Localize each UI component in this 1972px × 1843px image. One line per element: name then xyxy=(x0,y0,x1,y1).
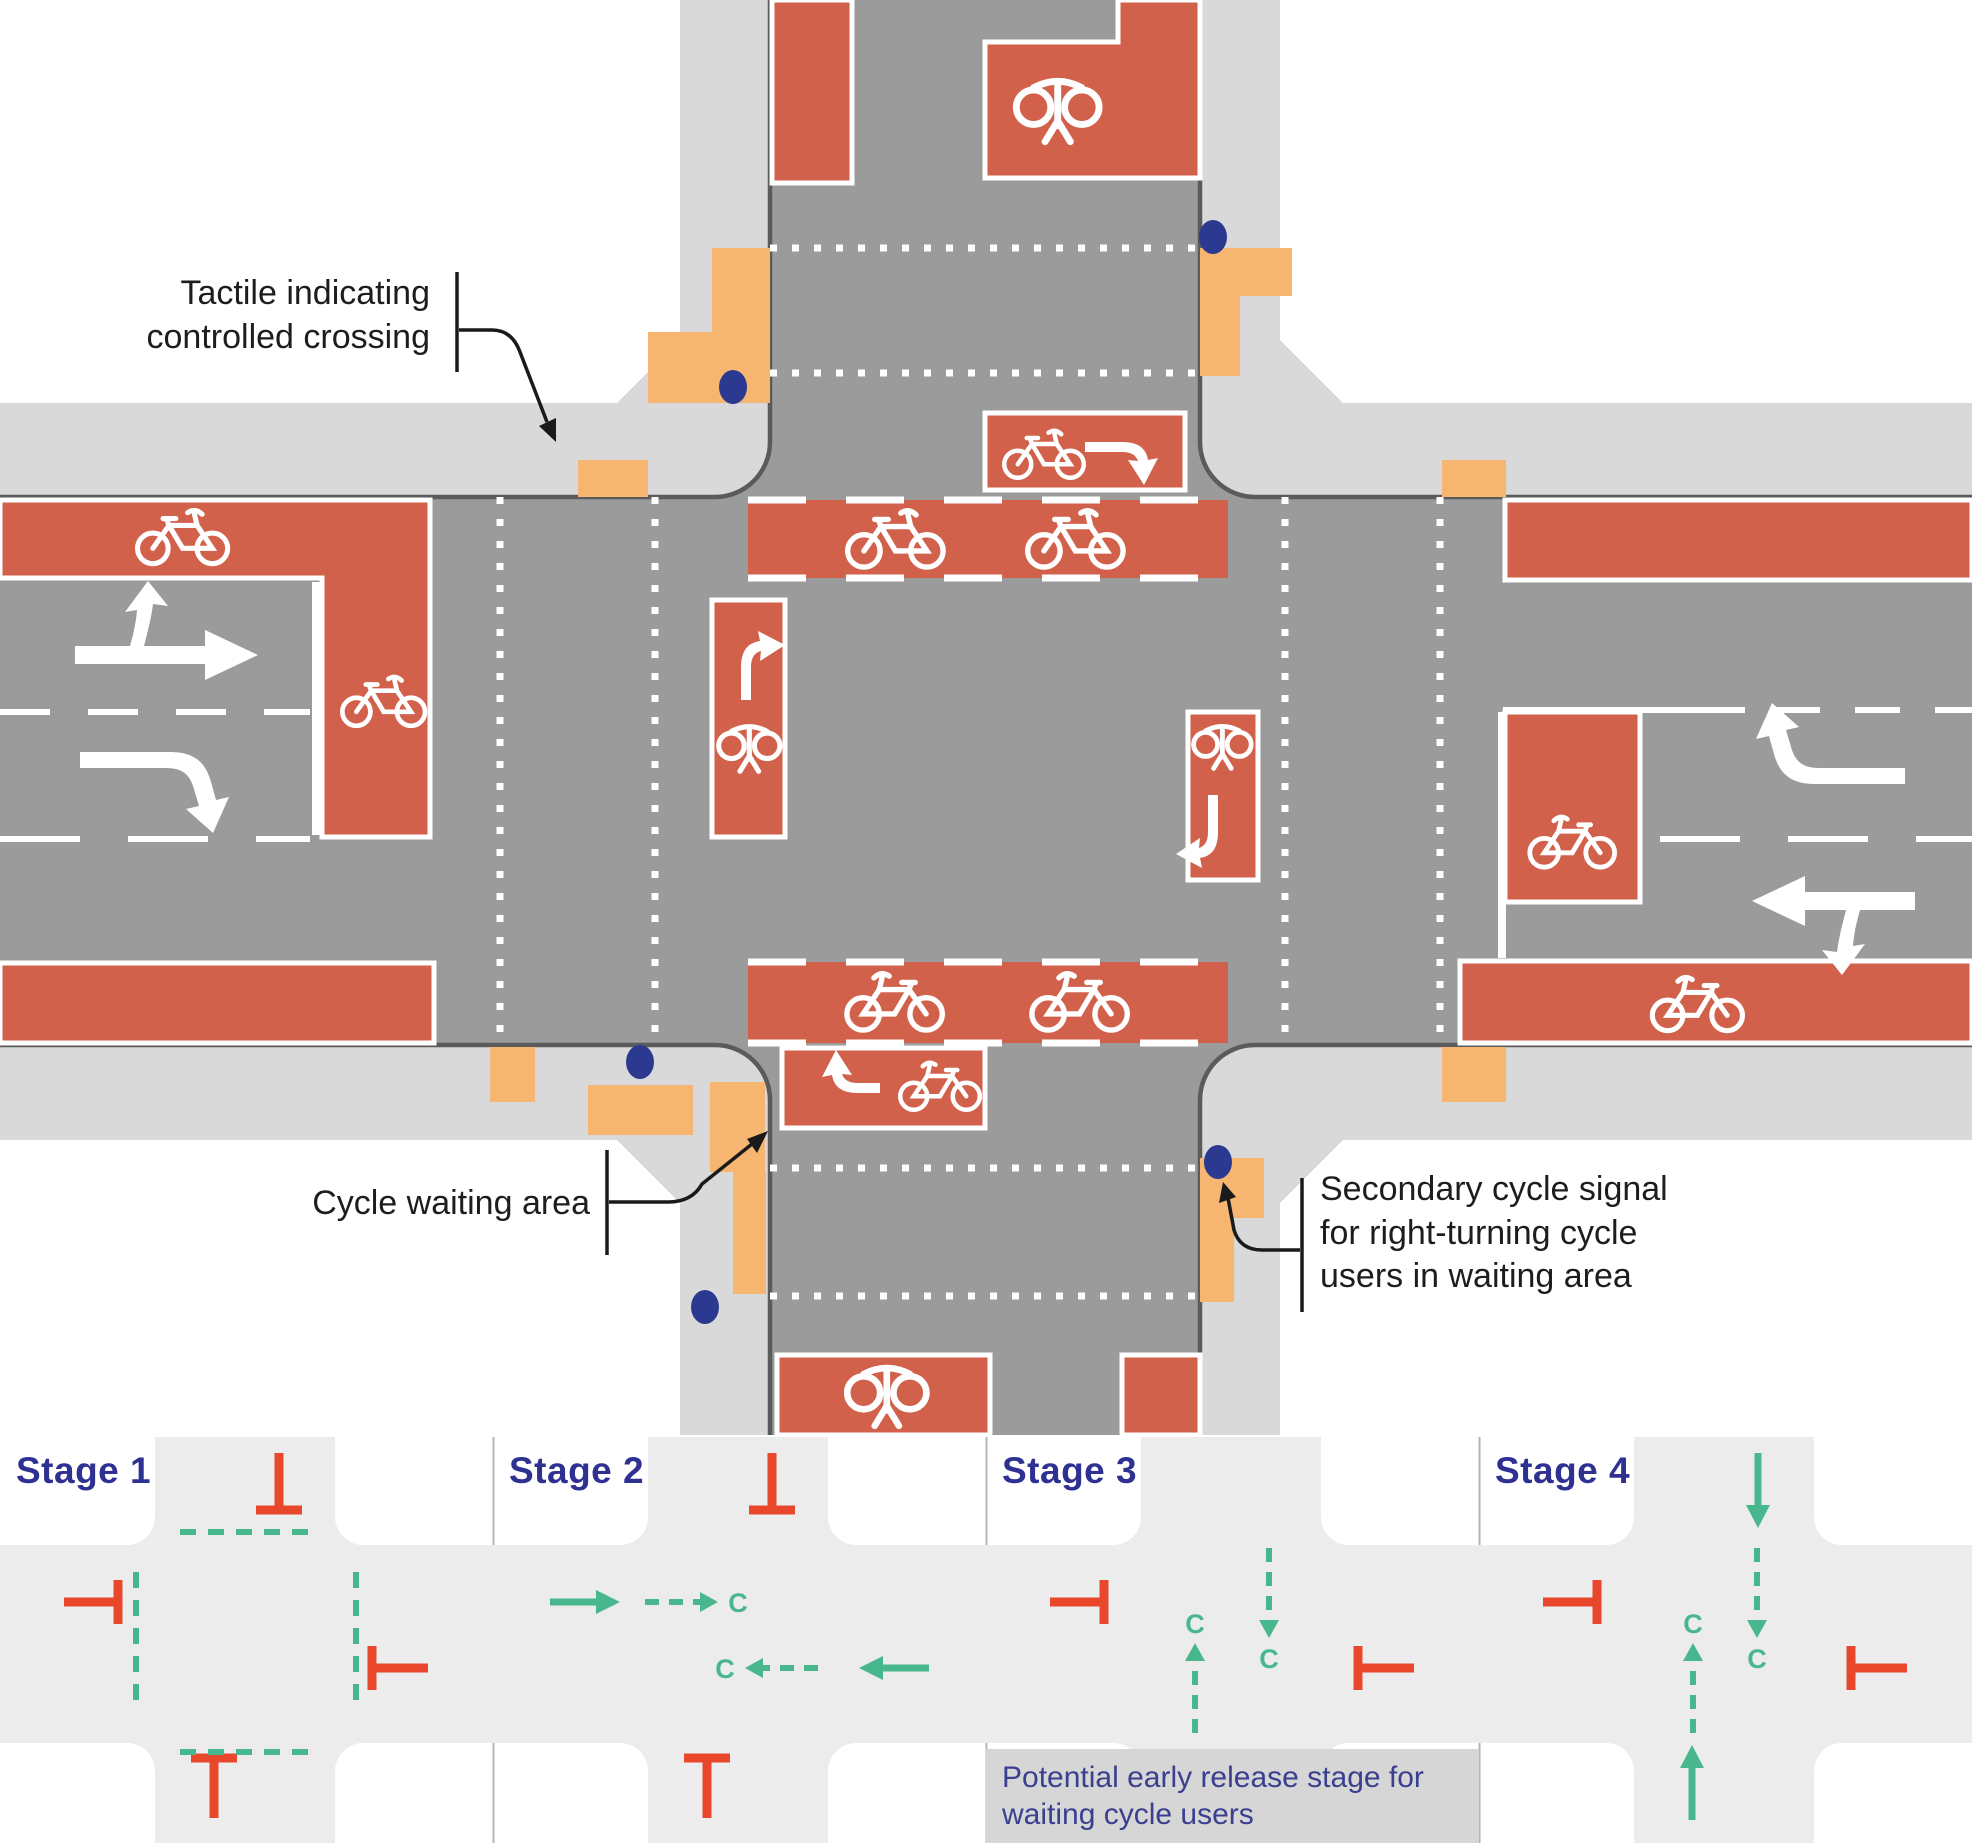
signal-dot-sw-corner xyxy=(626,1045,654,1079)
footway-nw xyxy=(0,0,770,497)
signal-dot-south xyxy=(691,1290,719,1324)
arrow-west-ahead-left xyxy=(75,630,258,680)
leader-arrow-waiting xyxy=(609,1142,754,1204)
cycle-marker: C xyxy=(1747,1644,1767,1674)
cycle-marker: C xyxy=(1185,1609,1205,1639)
stage2-green-arrows xyxy=(550,1598,929,1672)
footway-se xyxy=(1200,1045,1972,1435)
tactile-sw-mid xyxy=(710,1082,765,1172)
cycle-marker: C xyxy=(1683,1609,1703,1639)
stage3-note-band xyxy=(986,1749,1479,1843)
arrow-east-left-branch xyxy=(1822,910,1865,975)
stage2-title: Stage 2 xyxy=(509,1450,645,1491)
footway-ne xyxy=(1200,0,1972,497)
stage3-stop-bars xyxy=(1050,1580,1414,1690)
secondary-cycle-signal-dot xyxy=(1204,1145,1232,1179)
cycle-marker: C xyxy=(728,1588,748,1618)
stage3-cross xyxy=(986,1437,1479,1843)
stage-crosses xyxy=(0,1437,1972,1843)
stage1-title: Stage 1 xyxy=(16,1450,152,1491)
cycle-lane-east-exit xyxy=(1502,497,1972,583)
stage3-arrowheads xyxy=(1185,1620,1279,1661)
tactile-sw-block xyxy=(588,1085,693,1135)
cycle-parking-north xyxy=(982,0,1203,181)
stage-panels: C C C C xyxy=(0,1437,1972,1843)
stage2-stop-bars xyxy=(684,1453,795,1818)
cycle-lane-west-exit xyxy=(0,960,437,1046)
tactile-east-north-strip xyxy=(1442,460,1506,497)
cycle-lane-north-exit xyxy=(769,0,855,186)
arrow-nw-box-up-right xyxy=(741,631,785,700)
stage3-note: Potential early release stage for waitin… xyxy=(1002,1761,1424,1831)
annotation-secondary-signal: Secondary cycle signal for right-turning… xyxy=(1320,1170,1668,1296)
tactile-nw-block xyxy=(648,332,770,403)
stage4-green-arrows xyxy=(1688,1453,1762,1820)
stage3-green-arrows xyxy=(1192,1548,1272,1733)
arrow-east-right-turn xyxy=(1756,703,1905,784)
arrow-waiting-box-left-up xyxy=(822,1050,880,1093)
two-stage-turn-box-nw xyxy=(709,597,788,840)
stage4-arrowheads xyxy=(1680,1505,1770,1768)
carriageway xyxy=(0,0,1972,1435)
arrow-west-right-turn xyxy=(80,752,229,833)
kerb-lines xyxy=(0,0,1972,1435)
tactile-se-vertical xyxy=(1200,1218,1234,1302)
signal-dot-nw xyxy=(719,370,747,404)
stage3-title: Stage 3 xyxy=(1002,1450,1138,1491)
stage3-signals: C C xyxy=(986,1548,1479,1843)
cycle-crossing-eastbound xyxy=(748,500,1228,578)
cycle-lanes xyxy=(0,0,1972,1435)
lane-markings xyxy=(0,582,1972,958)
stage2-arrowheads xyxy=(596,1590,883,1680)
arrow-ne-box-down-left xyxy=(1176,795,1218,868)
tactile-ne-vertical xyxy=(1200,296,1240,376)
tactile-east-south-strip xyxy=(1442,1047,1506,1102)
annotation-leaders xyxy=(455,272,1304,1312)
traffic-arrows xyxy=(75,442,1915,1093)
footways xyxy=(0,0,1972,1435)
stage4-signals: C C xyxy=(1543,1453,1907,1820)
stage2-signals: C C xyxy=(550,1453,929,1818)
stage1-stop-bars xyxy=(64,1453,428,1818)
arrow-east-ahead-left xyxy=(1752,876,1915,926)
cycle-marker: C xyxy=(715,1654,735,1684)
cycle-lead-in-east xyxy=(1502,709,1643,905)
cycle-marker: C xyxy=(1259,1644,1279,1674)
tactile-west-south-strip xyxy=(490,1047,535,1102)
leader-arrow-secondary xyxy=(1226,1197,1300,1252)
cycle-lane-west-approach xyxy=(0,497,433,840)
leader-arrowhead-tactile xyxy=(539,418,556,442)
cycle-lane-south-exit xyxy=(1119,1352,1203,1438)
tactile-sw-vertical xyxy=(733,1172,766,1294)
signal-dot-ne xyxy=(1199,220,1227,254)
cycle-crossing-westbound xyxy=(748,962,1228,1043)
leader-arrowhead-secondary xyxy=(1219,1182,1236,1203)
stage1-green-crossings xyxy=(133,1529,359,1755)
stage4-cross xyxy=(1479,1437,1972,1843)
annotation-tactile-crossing: Tactile indicating controlled crossing xyxy=(146,274,430,356)
stage1-signals xyxy=(64,1453,428,1818)
arrow-west-left-branch xyxy=(125,581,168,646)
stage4-title: Stage 4 xyxy=(1495,1450,1631,1491)
stage1-cross xyxy=(0,1437,493,1843)
footway-sw xyxy=(0,1045,770,1435)
leader-arrowhead-waiting xyxy=(747,1131,768,1153)
arrow-north-box-bend xyxy=(1085,442,1158,485)
annotation-cycle-waiting-area: Cycle waiting area xyxy=(312,1184,590,1222)
leader-arrow-tactile xyxy=(459,328,549,423)
stage2-cross xyxy=(493,1437,986,1843)
tactile-ne-top xyxy=(1200,248,1292,296)
cycle-crossing-dashes xyxy=(748,496,1228,1047)
cycle-waiting-area-box xyxy=(779,1045,988,1131)
cycle-signals xyxy=(626,220,1232,1324)
stage4-stop-bars xyxy=(1543,1580,1907,1690)
tactile-west-north-strip xyxy=(578,460,648,497)
tactile-paving xyxy=(490,248,1506,1302)
crossing-stud-lines xyxy=(496,244,1444,1300)
